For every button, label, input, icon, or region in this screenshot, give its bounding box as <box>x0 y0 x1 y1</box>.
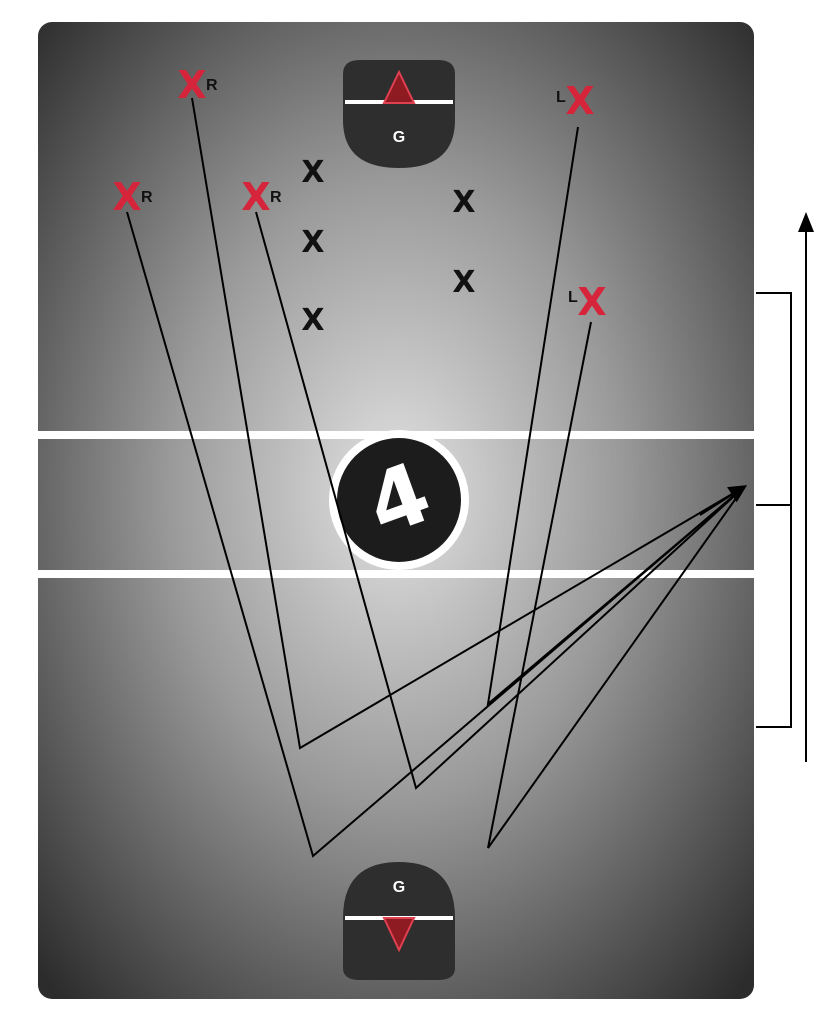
defender-x-5: X <box>452 265 475 300</box>
defender-x-3: X <box>301 303 324 338</box>
player-mark: X <box>241 175 270 219</box>
player-mark: X <box>577 280 606 324</box>
defender-x-2: X <box>301 225 324 260</box>
player-center-left: X R <box>241 175 282 219</box>
midfield-line-bottom <box>38 570 754 578</box>
goal-crease-top: G <box>343 60 455 168</box>
cut-path-mid-right <box>487 321 745 849</box>
goal-net-top <box>382 69 416 104</box>
player-side-label: L <box>556 89 566 106</box>
player-side-label: R <box>206 77 218 94</box>
cut-path-top-left <box>191 97 745 750</box>
player-mark: X <box>565 79 594 123</box>
side-bracket <box>756 292 792 728</box>
goal-label-top: G <box>393 129 405 146</box>
goal-label-bottom: G <box>393 879 405 896</box>
cut-path-top-right <box>486 126 745 707</box>
center-logo: 4 <box>329 430 469 570</box>
play-lines <box>126 97 748 858</box>
goal-crease-bottom: G <box>343 862 455 980</box>
pass-arrow <box>699 485 748 516</box>
goal-net-bottom <box>382 917 416 953</box>
player-top-right: X L <box>556 79 595 123</box>
cut-path-center-left <box>255 211 745 790</box>
arrow-up-icon <box>798 212 814 762</box>
defender-x-4: X <box>452 185 475 220</box>
defender-x-1: X <box>301 155 324 190</box>
player-side-label: R <box>141 189 153 206</box>
player-mid-right: X L <box>568 280 607 324</box>
player-top-left: X R <box>177 63 218 107</box>
player-mark: X <box>112 175 141 219</box>
player-mark: X <box>177 63 206 107</box>
player-mid-left: X R <box>112 175 153 219</box>
player-side-label: L <box>568 289 578 306</box>
player-side-label: R <box>270 189 282 206</box>
